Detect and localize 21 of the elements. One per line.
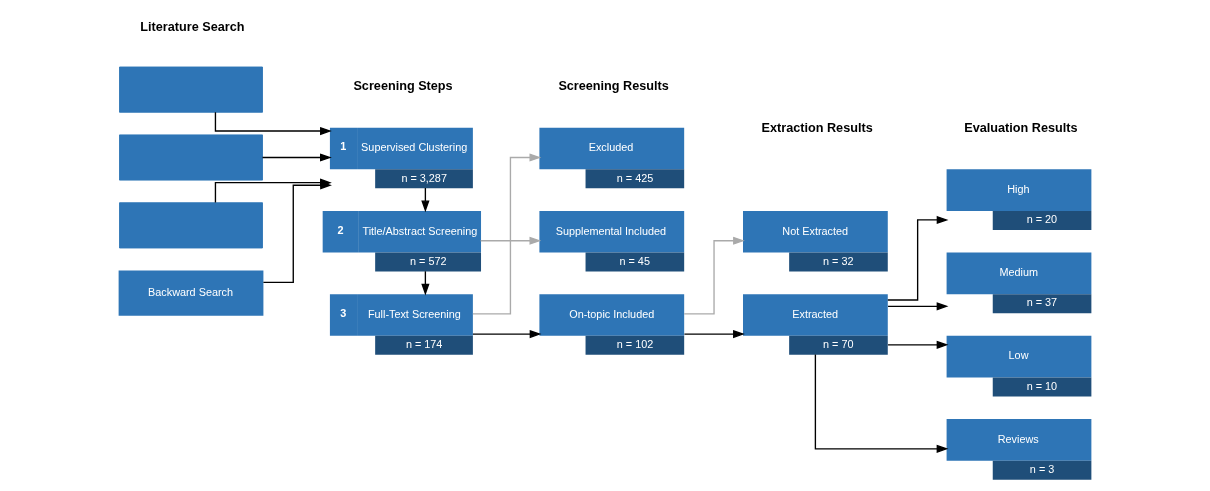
arrow <box>214 111 332 136</box>
node-box <box>119 134 263 181</box>
arrow <box>814 353 949 453</box>
label: Screening Results <box>558 79 669 94</box>
arrow <box>472 330 542 339</box>
arrow <box>683 236 745 315</box>
node-box <box>119 202 263 249</box>
label: Evaluation Results <box>964 120 1078 135</box>
arrow <box>887 340 949 349</box>
label: Literature Search <box>140 19 245 34</box>
node-box <box>119 66 263 113</box>
node-box: Backward Search <box>118 270 264 316</box>
arrow <box>261 153 332 162</box>
arrow <box>683 330 745 339</box>
arrow <box>262 181 332 284</box>
arrow <box>479 236 542 245</box>
label: Screening Steps <box>353 79 453 94</box>
label: Extraction Results <box>761 120 873 135</box>
arrow <box>887 215 949 301</box>
arrow <box>887 302 949 311</box>
arrow <box>472 153 542 315</box>
